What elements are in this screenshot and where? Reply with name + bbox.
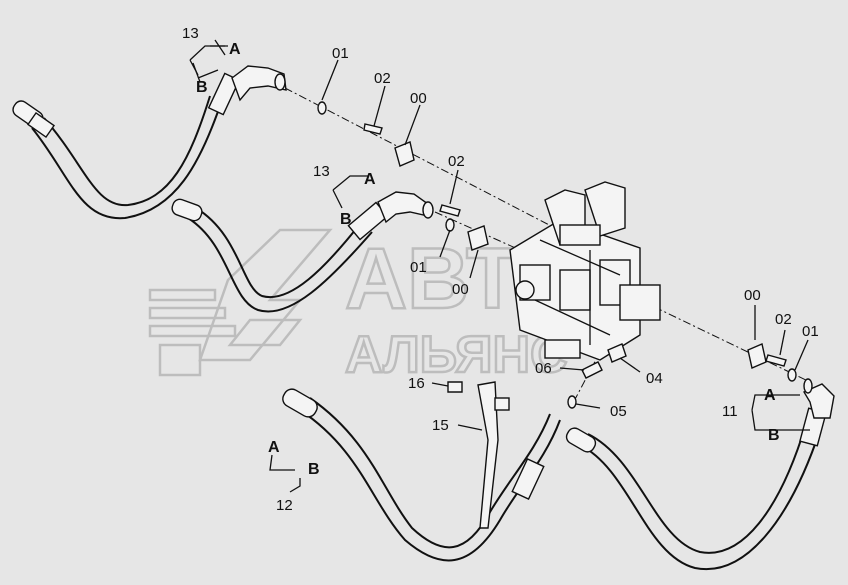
- label-16: 16: [408, 375, 425, 392]
- label-12: 12: [276, 497, 293, 514]
- labels: 13 A B 01 02 00 13 A B 02 01 00 00 02 01…: [182, 25, 819, 514]
- flange-right: [747, 343, 767, 369]
- oring-top: [317, 101, 327, 115]
- label-00-mid: 00: [452, 281, 469, 298]
- label-02-right: 02: [775, 311, 792, 328]
- label-02-mid: 02: [448, 153, 465, 170]
- label-b-left: B: [308, 461, 320, 478]
- hose-right[interactable]: [564, 378, 835, 571]
- label-05: 05: [610, 403, 627, 420]
- label-15: 15: [432, 417, 449, 434]
- flange-top: [394, 141, 415, 167]
- label-01-top: 01: [332, 45, 349, 62]
- control-valve-block[interactable]: [509, 181, 661, 361]
- hose-top[interactable]: [10, 65, 287, 220]
- label-b-right: B: [768, 427, 780, 444]
- label-00-right: 00: [744, 287, 761, 304]
- label-06: 06: [535, 360, 552, 377]
- small-parts: [317, 101, 797, 409]
- label-04: 04: [646, 370, 663, 387]
- label-13-mid: 13: [313, 163, 330, 180]
- label-11: 11: [722, 403, 738, 420]
- leader-lines: [189, 39, 810, 493]
- bolt-16: [447, 381, 463, 393]
- label-a-right: A: [764, 387, 776, 404]
- watermark-logo: [148, 228, 333, 377]
- bracket-15[interactable]: [477, 381, 510, 529]
- label-01-right: 01: [802, 323, 819, 340]
- label-a-top: A: [229, 41, 241, 58]
- bolt-top: [363, 123, 383, 135]
- label-02-top: 02: [374, 70, 391, 87]
- oring-mid: [445, 218, 455, 232]
- label-13-top: 13: [182, 25, 199, 42]
- bolt-mid: [439, 204, 461, 217]
- label-a-mid: A: [364, 171, 376, 188]
- center-lines: [284, 87, 811, 406]
- fitting-06: [581, 361, 603, 379]
- label-b-top: B: [196, 79, 208, 96]
- label-01-mid: 01: [410, 259, 427, 276]
- oring-right: [787, 368, 797, 382]
- hose-bottom[interactable]: [280, 386, 561, 562]
- label-b-mid: B: [340, 211, 352, 228]
- bolt-right: [765, 354, 787, 367]
- hose-mid[interactable]: [170, 191, 434, 313]
- label-00-top: 00: [410, 90, 427, 107]
- fitting-04: [607, 343, 627, 363]
- oring-05: [567, 395, 577, 409]
- flange-mid: [467, 225, 489, 251]
- label-a-left: A: [268, 439, 280, 456]
